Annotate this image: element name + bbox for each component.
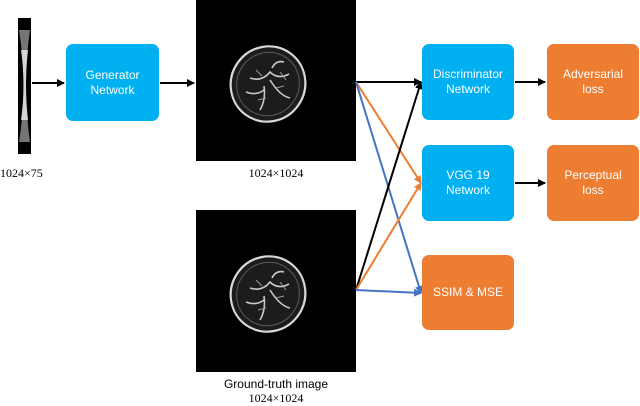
- ssim-mse-box: SSIM & MSE: [422, 255, 514, 330]
- ground-truth-image: [196, 210, 356, 372]
- perceptual-loss-box: Perceptual loss: [547, 145, 639, 221]
- generated-image-size-label: 1024×1024: [248, 166, 304, 180]
- generated-image: [196, 0, 356, 161]
- input-size-label: 1024×75: [0, 166, 43, 180]
- discriminator-network-box: Discriminator Network: [422, 44, 514, 120]
- input-sinogram: [18, 18, 31, 154]
- adversarial-loss-box: Adversarial loss: [547, 44, 639, 120]
- ground-truth-title: Ground-truth image: [223, 377, 329, 391]
- arrow-generated-to-vgg: [355, 81, 422, 184]
- arrow-groundtruth-to-discriminator: [355, 81, 423, 291]
- generator-network-box: Generator Network: [66, 44, 159, 121]
- vgg19-network-box: VGG 19 Network: [422, 145, 514, 221]
- ground-truth-size-label: 1024×1024: [248, 391, 304, 405]
- arrow-groundtruth-to-vgg: [355, 182, 422, 291]
- arrow-groundtruth-to-ssim: [355, 288, 422, 297]
